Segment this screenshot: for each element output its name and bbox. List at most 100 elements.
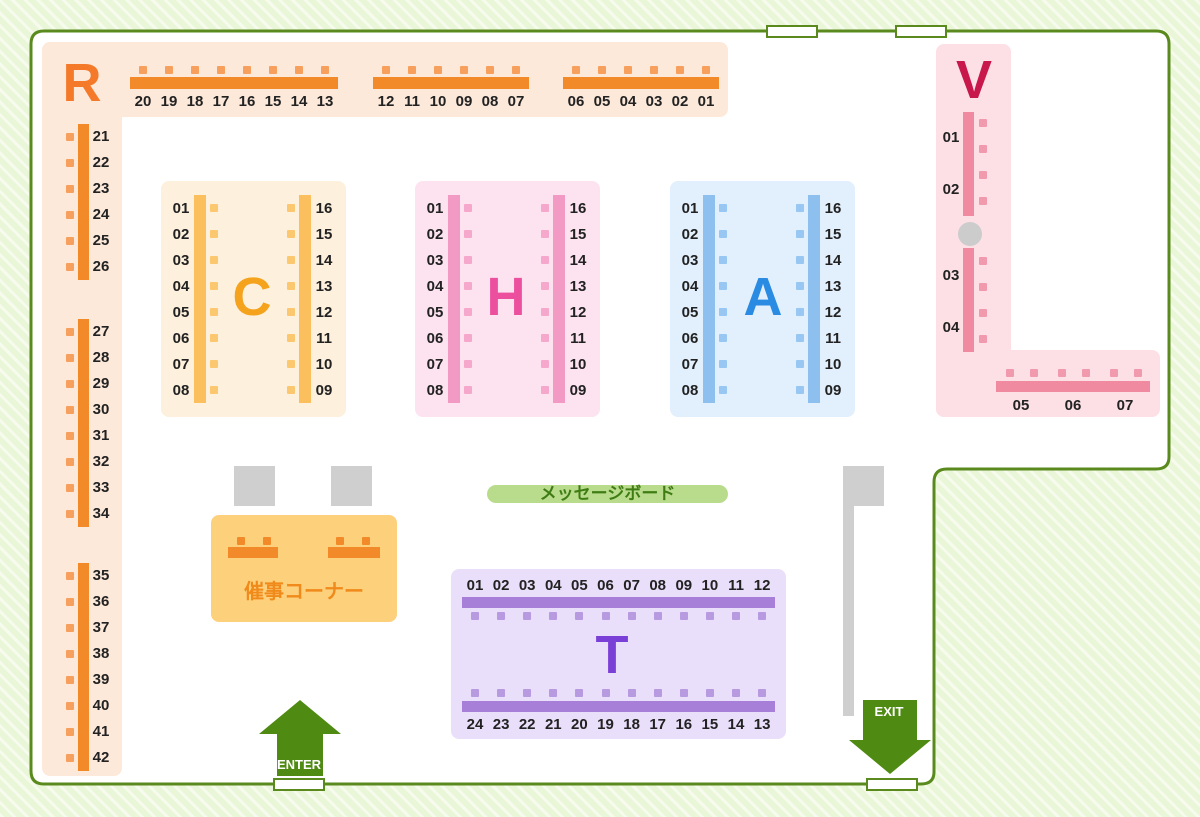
zone-r-booth[interactable]: 05 [593, 93, 611, 110]
zone-r-booth[interactable]: 15 [264, 93, 282, 110]
zone-h-booth[interactable]: 04 [426, 278, 444, 295]
zone-r-booth[interactable]: 31 [92, 427, 110, 444]
zone-t-booth[interactable]: 20 [571, 716, 588, 733]
zone-r-booth[interactable]: 18 [186, 93, 204, 110]
zone-t-booth[interactable]: 18 [623, 716, 640, 733]
zone-t-booth[interactable]: 07 [623, 577, 640, 594]
zone-a-booth[interactable]: 14 [824, 252, 842, 269]
zone-r-booth[interactable]: 06 [567, 93, 585, 110]
zone-v-booth[interactable]: 04 [942, 319, 960, 336]
zone-r-booth[interactable]: 24 [92, 206, 110, 223]
zone-v-booth[interactable]: 07 [1116, 397, 1134, 414]
zone-t-booth[interactable]: 12 [753, 577, 771, 594]
zone-r-booth[interactable]: 32 [92, 453, 110, 470]
zone-h-booth[interactable]: 03 [426, 252, 444, 269]
zone-r-booth[interactable]: 27 [92, 323, 110, 340]
zone-t-booth[interactable]: 23 [492, 716, 510, 733]
zone-h-booth[interactable]: 16 [569, 200, 587, 217]
zone-r-booth[interactable]: 35 [92, 567, 110, 584]
zone-r-booth[interactable]: 42 [92, 749, 110, 766]
zone-h-booth[interactable]: 15 [569, 226, 587, 243]
zone-a-booth[interactable]: 01 [681, 200, 699, 217]
zone-c-booth[interactable]: 16 [315, 200, 333, 217]
zone-r-booth[interactable]: 33 [92, 479, 110, 496]
zone-r-booth[interactable]: 11 [404, 93, 420, 110]
zone-c-booth[interactable]: 15 [315, 226, 333, 243]
zone-t-booth[interactable]: 04 [544, 577, 562, 594]
zone-r-booth[interactable]: 41 [92, 723, 110, 740]
zone-v-booth[interactable]: 03 [942, 267, 960, 284]
zone-r-booth[interactable]: 17 [212, 93, 230, 110]
zone-h-booth[interactable]: 01 [426, 200, 444, 217]
zone-r-booth[interactable]: 09 [455, 93, 473, 110]
zone-r-booth[interactable]: 38 [92, 645, 110, 662]
zone-a-booth[interactable]: 02 [681, 226, 699, 243]
zone-r-booth[interactable]: 29 [92, 375, 110, 392]
zone-a-booth[interactable]: 05 [681, 304, 699, 321]
zone-r-booth[interactable]: 40 [92, 697, 110, 714]
zone-r-booth[interactable]: 39 [92, 671, 110, 688]
zone-a-booth[interactable]: 13 [824, 278, 842, 295]
zone-r-booth[interactable]: 28 [92, 349, 110, 366]
zone-a-booth[interactable]: 12 [824, 304, 842, 321]
zone-c-booth[interactable]: 10 [315, 356, 333, 373]
zone-h-booth[interactable]: 12 [569, 304, 587, 321]
zone-r-booth[interactable]: 14 [290, 93, 308, 110]
zone-a-booth[interactable]: 03 [681, 252, 699, 269]
zone-c-booth[interactable]: 04 [172, 278, 190, 295]
zone-v-booth[interactable]: 01 [942, 129, 960, 146]
zone-h-booth[interactable]: 05 [426, 304, 444, 321]
zone-t-booth[interactable]: 14 [727, 716, 745, 733]
zone-c-booth[interactable]: 14 [315, 252, 333, 269]
zone-t-booth[interactable]: 16 [675, 716, 693, 733]
zone-c-booth[interactable]: 13 [315, 278, 333, 295]
zone-t-booth[interactable]: 17 [649, 716, 667, 733]
zone-r-booth[interactable]: 01 [697, 93, 715, 110]
zone-r-booth[interactable]: 23 [92, 180, 110, 197]
zone-r-booth[interactable]: 36 [92, 593, 110, 610]
zone-a-booth[interactable]: 07 [681, 356, 699, 373]
zone-r-booth[interactable]: 16 [238, 93, 256, 110]
zone-r-booth[interactable]: 04 [619, 93, 637, 110]
zone-v-booth[interactable]: 06 [1064, 397, 1082, 414]
zone-r-booth[interactable]: 12 [377, 93, 395, 110]
zone-r-booth[interactable]: 08 [481, 93, 499, 110]
zone-c-booth[interactable]: 03 [172, 252, 190, 269]
zone-t-booth[interactable]: 08 [649, 577, 667, 594]
zone-r-booth[interactable]: 07 [507, 93, 525, 110]
zone-r-booth[interactable]: 30 [92, 401, 110, 418]
zone-r-booth[interactable]: 34 [92, 505, 110, 522]
zone-r-booth[interactable]: 22 [92, 154, 110, 171]
zone-r-booth[interactable]: 21 [92, 128, 110, 145]
zone-a-booth[interactable]: 15 [824, 226, 842, 243]
zone-r-booth[interactable]: 25 [92, 232, 110, 249]
zone-t-booth[interactable]: 05 [571, 577, 588, 594]
zone-t-booth[interactable]: 09 [675, 577, 693, 594]
zone-t-booth[interactable]: 03 [518, 577, 536, 594]
zone-v-booth[interactable]: 02 [942, 181, 960, 198]
zone-t-booth[interactable]: 15 [701, 716, 719, 733]
zone-t-booth[interactable]: 11 [728, 577, 744, 594]
zone-r-booth[interactable]: 13 [316, 93, 334, 110]
zone-a-booth[interactable]: 08 [681, 382, 699, 399]
zone-h-booth[interactable]: 10 [569, 356, 587, 373]
zone-a-booth[interactable]: 06 [681, 330, 699, 347]
zone-h-booth[interactable]: 07 [426, 356, 444, 373]
zone-t-booth[interactable]: 13 [753, 716, 771, 733]
zone-r-booth[interactable]: 37 [92, 619, 110, 636]
zone-c-booth[interactable]: 05 [172, 304, 190, 321]
zone-r-booth[interactable]: 19 [160, 93, 178, 110]
zone-r-booth[interactable]: 26 [92, 258, 110, 275]
zone-t-booth[interactable]: 06 [597, 577, 614, 594]
zone-c-booth[interactable]: 08 [172, 382, 190, 399]
zone-h-booth[interactable]: 02 [426, 226, 444, 243]
zone-a-booth[interactable]: 04 [681, 278, 699, 295]
zone-h-booth[interactable]: 09 [569, 382, 587, 399]
zone-a-booth[interactable]: 16 [824, 200, 842, 217]
zone-t-booth[interactable]: 24 [466, 716, 484, 733]
zone-h-booth[interactable]: 13 [569, 278, 587, 295]
zone-a-booth[interactable]: 10 [824, 356, 842, 373]
zone-r-booth[interactable]: 02 [671, 93, 689, 110]
zone-c-booth[interactable]: 11 [316, 330, 332, 347]
zone-r-booth[interactable]: 10 [429, 93, 447, 110]
